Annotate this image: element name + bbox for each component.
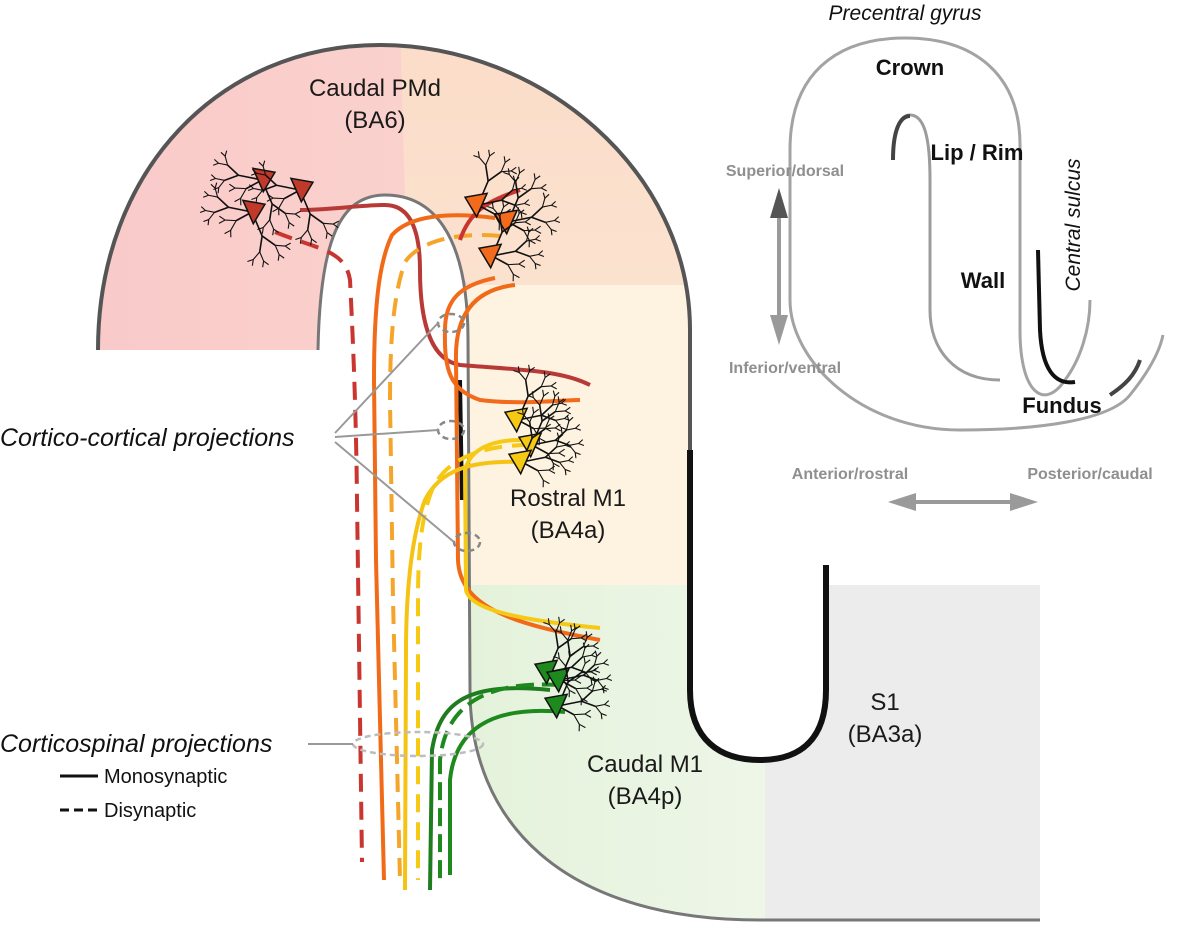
s1-field <box>765 585 1045 922</box>
posterior-caudal-label: Posterior/caudal <box>1027 466 1152 483</box>
caudal-pmd-area: (BA6) <box>344 107 405 134</box>
dendrite <box>561 428 562 434</box>
leader-line-3 <box>335 442 454 542</box>
s1-name: S1 <box>870 689 899 716</box>
dendrite <box>555 411 565 412</box>
anterior-rostral-label: Anterior/rostral <box>792 466 908 483</box>
dendrite <box>551 230 552 236</box>
central-sulcus-fundus-outline <box>690 450 826 760</box>
right-arrowhead <box>1010 493 1038 511</box>
dendrite <box>235 188 246 189</box>
rostral-m1-name: Rostral M1 <box>510 485 626 512</box>
dendrite <box>285 213 295 214</box>
dendrite <box>535 264 536 270</box>
leader-line-1 <box>335 323 438 433</box>
dendrite <box>601 714 602 720</box>
crown-label: Crown <box>876 55 944 80</box>
dendrite <box>565 470 566 476</box>
dendrite <box>575 453 576 459</box>
dendrite <box>208 220 209 226</box>
caudal-m1-area: (BA4p) <box>608 783 683 810</box>
dendrite <box>541 386 551 387</box>
dendrite <box>508 264 519 265</box>
caudal-m1-name: Caudal M1 <box>587 751 703 778</box>
dendrite <box>583 646 593 647</box>
caudal-pmd-name: Caudal PMd <box>309 75 441 102</box>
precentral-gyrus-title: Precentral gyrus <box>829 2 982 25</box>
dendrite <box>581 672 591 673</box>
rostral-m1-area: (BA4a) <box>531 517 606 544</box>
dendrite <box>225 220 236 221</box>
layer-marker <box>460 380 462 500</box>
leader-line-2 <box>335 430 438 437</box>
dendrite <box>521 213 522 219</box>
dendrite <box>574 714 585 715</box>
dendrite <box>218 188 219 194</box>
wall-label: Wall <box>961 268 1005 293</box>
lip-rim-label: Lip / Rim <box>931 140 1024 165</box>
dendrite <box>531 188 541 189</box>
corticospinal-label: Corticospinal projections <box>0 730 272 758</box>
dendrite <box>273 198 284 199</box>
dendrite <box>275 245 285 246</box>
dendrite <box>524 230 535 231</box>
legend: Monosynaptic Disynaptic <box>60 766 227 822</box>
dendrite <box>323 223 333 224</box>
down-arrowhead <box>770 315 788 345</box>
gyrus-outer-outline <box>790 38 1090 395</box>
dendrite <box>538 470 549 471</box>
gyrus-inset: Precentral gyrus Crown Lip / Rim Wall Fu… <box>726 2 1163 511</box>
s1-area: (BA3a) <box>848 721 923 748</box>
up-arrowhead <box>770 188 788 218</box>
fundus-label: Fundus <box>1022 393 1101 418</box>
left-arrowhead <box>888 493 916 511</box>
legend-monosynaptic: Monosynaptic <box>104 766 227 788</box>
dendrite <box>571 638 581 639</box>
lip-marker <box>893 116 910 160</box>
superior-dorsal-label: Superior/dorsal <box>726 163 844 180</box>
legend-disynaptic: Disynaptic <box>104 800 196 822</box>
dendrite <box>576 688 587 689</box>
dendrite <box>501 171 511 172</box>
dendrite <box>515 222 525 223</box>
cortico-cortical-label: Cortico-cortical projections <box>0 424 295 452</box>
dendrite <box>545 428 555 429</box>
orange-field <box>400 20 720 295</box>
central-sulcus-label: Central sulcus <box>1062 158 1085 292</box>
inferior-ventral-label: Inferior/ventral <box>729 360 841 377</box>
